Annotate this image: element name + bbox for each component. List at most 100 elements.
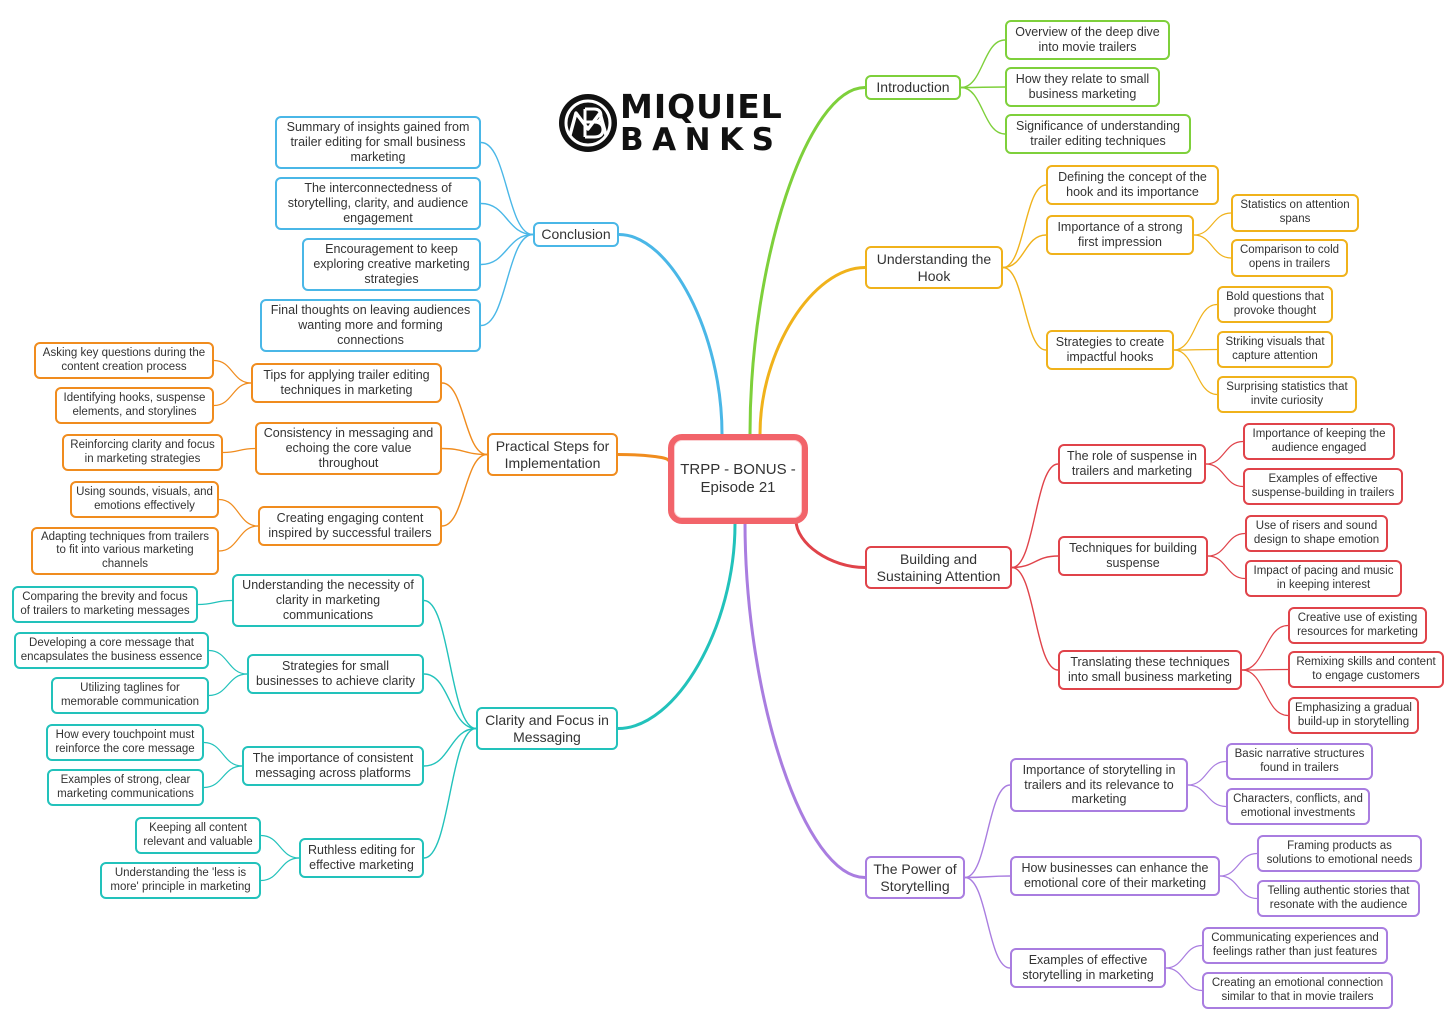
node-storytelling-emotional-connection[interactable]: Creating an emotional connection similar…	[1202, 972, 1393, 1009]
node-hook-strategies[interactable]: Strategies to create impactful hooks	[1046, 330, 1174, 370]
node-practical-sounds-visuals[interactable]: Using sounds, visuals, and emotions effe…	[70, 481, 219, 518]
node-conclusion-interconnectedness[interactable]: The interconnectedness of storytelling, …	[275, 177, 481, 230]
node-storytelling-authentic-stories[interactable]: Telling authentic stories that resonate …	[1257, 880, 1420, 917]
node-hook-defining[interactable]: Defining the concept of the hook and its…	[1046, 165, 1219, 205]
link-node-attention-translating	[1011, 566, 1059, 671]
link-node-storytelling-communicating-experiences	[1165, 944, 1203, 969]
link-node-hook-statistics-attention	[1193, 212, 1232, 236]
link-node-practical-identifying-hooks	[213, 382, 252, 407]
node-attention-role-suspense[interactable]: The role of suspense in trailers and mar…	[1058, 444, 1206, 484]
node-clarity-strong-examples[interactable]: Examples of strong, clear marketing comm…	[47, 769, 204, 806]
link-node-storytelling-importance	[964, 784, 1011, 879]
link-node-attention-risers-sound	[1207, 532, 1246, 557]
branch-introduction[interactable]: Introduction	[865, 75, 961, 100]
node-clarity-less-is-more[interactable]: Understanding the 'less is more' princip…	[100, 862, 261, 899]
link-node-storytelling-emotional-core	[964, 875, 1011, 879]
link-node-attention-role-suspense	[1011, 463, 1059, 569]
node-attention-suspense-examples[interactable]: Examples of effective suspense-building …	[1243, 468, 1403, 505]
node-hook-striking-visuals[interactable]: Striking visuals that capture attention	[1217, 331, 1333, 368]
branch-conclusion[interactable]: Conclusion	[533, 222, 619, 247]
branch-building-attention[interactable]: Building and Sustaining Attention	[865, 546, 1012, 589]
link-node-conclusion-encouragement	[480, 233, 534, 266]
node-storytelling-emotional-core[interactable]: How businesses can enhance the emotional…	[1010, 856, 1220, 896]
node-storytelling-narrative-structures[interactable]: Basic narrative structures found in trai…	[1226, 743, 1373, 780]
node-conclusion-encouragement[interactable]: Encouragement to keep exploring creative…	[302, 238, 481, 291]
node-storytelling-examples[interactable]: Examples of effective storytelling in ma…	[1010, 948, 1166, 988]
node-attention-keeping-engaged[interactable]: Importance of keeping the audience engag…	[1243, 423, 1395, 460]
node-clarity-necessity[interactable]: Understanding the necessity of clarity i…	[232, 574, 424, 627]
link-node-introduction-significance	[960, 86, 1006, 135]
node-hook-bold-questions[interactable]: Bold questions that provoke thought	[1217, 286, 1333, 323]
node-attention-creative-resources[interactable]: Creative use of existing resources for m…	[1288, 607, 1427, 644]
link-node-clarity-less-is-more	[260, 857, 300, 882]
node-clarity-taglines[interactable]: Utilizing taglines for memorable communi…	[51, 677, 209, 714]
link-node-practical-tips	[441, 382, 488, 456]
node-attention-risers-sound[interactable]: Use of risers and sound design to shape …	[1245, 515, 1388, 552]
root-link-clarity	[616, 522, 737, 730]
node-hook-cold-opens[interactable]: Comparison to cold opens in trailers	[1231, 239, 1348, 277]
node-clarity-touchpoint[interactable]: How every touchpoint must reinforce the …	[46, 724, 204, 761]
node-clarity-consistent-messaging[interactable]: The importance of consistent messaging a…	[242, 746, 424, 786]
root-link-introduction	[748, 86, 867, 436]
node-hook-first-impression[interactable]: Importance of a strong first impression	[1046, 215, 1194, 255]
node-hook-statistics-attention[interactable]: Statistics on attention spans	[1231, 194, 1359, 232]
node-clarity-brevity-focus[interactable]: Comparing the brevity and focus of trail…	[12, 586, 198, 623]
node-conclusion-summary[interactable]: Summary of insights gained from trailer …	[275, 116, 481, 169]
link-node-introduction-relate	[960, 86, 1006, 89]
node-introduction-overview[interactable]: Overview of the deep dive into movie tra…	[1005, 20, 1170, 60]
node-clarity-strategies[interactable]: Strategies for small businesses to achie…	[247, 654, 424, 694]
branch-understanding-hook[interactable]: Understanding the Hook	[865, 246, 1003, 289]
node-storytelling-characters[interactable]: Characters, conflicts, and emotional inv…	[1226, 788, 1370, 825]
branch-power-storytelling[interactable]: The Power of Storytelling	[865, 856, 965, 899]
node-storytelling-importance[interactable]: Importance of storytelling in trailers a…	[1010, 758, 1188, 812]
node-practical-engaging-content[interactable]: Creating engaging content inspired by su…	[258, 506, 442, 546]
node-practical-key-questions[interactable]: Asking key questions during the content …	[34, 342, 214, 379]
link-node-hook-first-impression	[1002, 234, 1047, 269]
node-practical-consistency[interactable]: Consistency in messaging and echoing the…	[255, 422, 442, 475]
link-node-hook-bold-questions	[1173, 303, 1218, 351]
link-node-clarity-ruthless-editing	[423, 727, 477, 859]
root-link-hook	[758, 266, 867, 436]
node-practical-identifying-hooks[interactable]: Identifying hooks, suspense elements, an…	[55, 387, 214, 424]
link-node-attention-pacing-music	[1207, 555, 1246, 580]
link-node-practical-adapting-techniques	[218, 525, 259, 552]
node-hook-surprising-statistics[interactable]: Surprising statistics that invite curios…	[1217, 376, 1357, 413]
node-attention-translating[interactable]: Translating these techniques into small …	[1058, 650, 1242, 690]
node-conclusion-final-thoughts[interactable]: Final thoughts on leaving audiences want…	[260, 299, 481, 352]
link-node-practical-sounds-visuals	[218, 498, 259, 527]
node-storytelling-framing-products[interactable]: Framing products as solutions to emotion…	[1257, 835, 1422, 872]
node-attention-remixing-skills[interactable]: Remixing skills and content to engage cu…	[1288, 651, 1444, 688]
node-attention-pacing-music[interactable]: Impact of pacing and music in keeping in…	[1245, 560, 1402, 597]
node-attention-techniques[interactable]: Techniques for building suspense	[1058, 536, 1208, 576]
node-attention-gradual-buildup[interactable]: Emphasizing a gradual build-up in storyt…	[1288, 697, 1419, 734]
node-clarity-ruthless-editing[interactable]: Ruthless editing for effective marketing	[299, 838, 424, 878]
logo-line-banks: BANKS	[620, 122, 783, 158]
link-node-conclusion-final-thoughts	[480, 233, 534, 327]
link-node-storytelling-characters	[1187, 784, 1227, 808]
link-node-clarity-taglines	[208, 673, 248, 697]
node-clarity-relevant-content[interactable]: Keeping all content relevant and valuabl…	[135, 817, 261, 854]
link-node-conclusion-interconnectedness	[480, 202, 534, 236]
node-introduction-significance[interactable]: Significance of understanding trailer ed…	[1005, 114, 1191, 154]
link-node-clarity-strong-examples	[203, 765, 243, 789]
link-node-hook-surprising-statistics	[1173, 349, 1218, 396]
node-clarity-core-message[interactable]: Developing a core message that encapsula…	[14, 632, 209, 669]
branch-practical-steps[interactable]: Practical Steps for Implementation	[487, 433, 618, 476]
node-practical-adapting-techniques[interactable]: Adapting techniques from trailers to fit…	[31, 527, 219, 575]
branch-clarity-focus[interactable]: Clarity and Focus in Messaging	[476, 707, 618, 750]
mb-monogram-icon	[559, 94, 617, 152]
link-node-practical-key-questions	[213, 359, 252, 384]
link-node-practical-reinforcing-clarity	[222, 447, 256, 454]
root-node[interactable]: TRPP - BONUS - Episode 21	[668, 434, 808, 524]
link-node-clarity-strategies	[423, 673, 477, 730]
node-practical-reinforcing-clarity[interactable]: Reinforcing clarity and focus in marketi…	[62, 434, 223, 471]
node-storytelling-communicating-experiences[interactable]: Communicating experiences and feelings r…	[1202, 927, 1388, 964]
link-node-clarity-necessity	[423, 599, 477, 730]
root-link-conclusion	[617, 233, 724, 436]
node-practical-tips[interactable]: Tips for applying trailer editing techni…	[251, 363, 442, 403]
root-link-attention	[794, 518, 867, 569]
link-node-storytelling-examples	[964, 876, 1011, 969]
node-introduction-relate[interactable]: How they relate to small business market…	[1005, 67, 1160, 107]
